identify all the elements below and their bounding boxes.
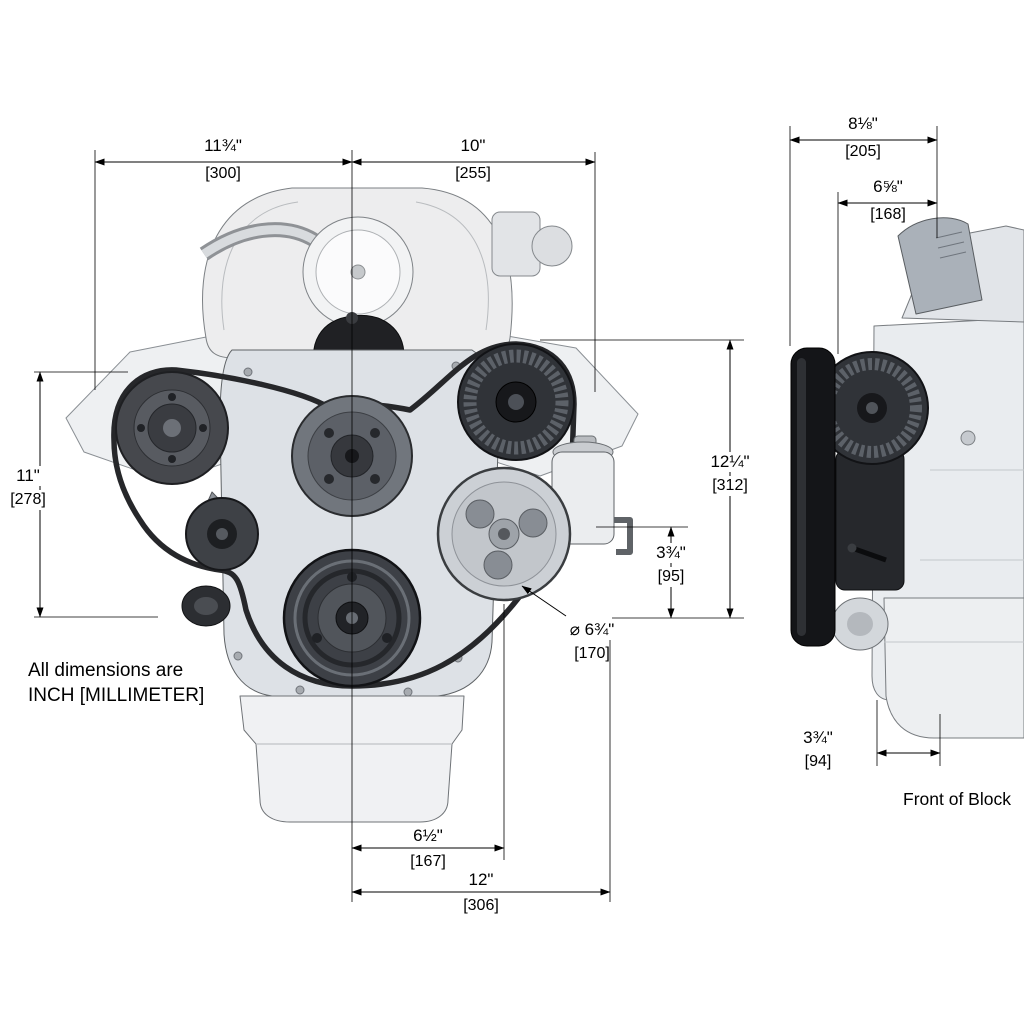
dim-inch: 8⅛" <box>848 114 878 133</box>
dim-mm: [312] <box>709 476 751 496</box>
dim-inch: 6½" <box>413 826 443 845</box>
dim-label-side-depth-upper: 6⅝" [168] <box>870 177 906 225</box>
dim-mm: [95] <box>654 567 688 587</box>
dim-inch: 12¼" <box>707 452 753 472</box>
front-of-block-caption: Front of Block <box>903 789 1011 809</box>
dim-mm: [168] <box>870 206 906 223</box>
dim-inch: 11¾" <box>204 136 242 155</box>
side-pulley-stack <box>790 347 836 647</box>
alternator-pulley <box>457 343 575 461</box>
dim-mm: [306] <box>463 897 499 914</box>
side-pump-snout <box>831 597 889 651</box>
dim-label-ps-diameter: ⌀ 6¾" [170] <box>570 620 615 664</box>
dim-mm: [167] <box>410 853 446 870</box>
dimensions-note: All dimensions are INCH [MILLIMETER] <box>28 658 204 708</box>
side-view <box>790 217 1024 739</box>
dim-label-side-pan-offset: 3¾" [94] <box>803 728 833 772</box>
dimensions-note-line2: INCH [MILLIMETER] <box>28 685 205 706</box>
leader-ps-diameter <box>521 585 567 617</box>
power-steering-reservoir <box>551 435 633 555</box>
dimensions-note-line1: All dimensions are <box>28 660 184 681</box>
dim-mm: [300] <box>205 165 241 182</box>
dim-mm: [278] <box>7 490 49 510</box>
dim-inch: 3¾" <box>803 728 833 747</box>
dim-label-front-height-left: 11" [278] <box>7 466 49 510</box>
oil-pan-side <box>883 597 1024 739</box>
dim-label-front-width-right: 10" [255] <box>455 136 491 184</box>
dim-label-front-height-right: 12¼" [312] <box>707 452 753 496</box>
belt-tensioner-pulley <box>185 491 259 571</box>
dim-inch: 11" <box>13 466 43 486</box>
side-reservoir-bracket <box>835 449 905 591</box>
dim-label-side-depth-total: 8⅛" [205] <box>845 114 881 162</box>
dim-label-crank-to-ps: 6½" [167] <box>410 826 446 872</box>
dim-label-front-width-left: 11¾" [300] <box>204 136 242 184</box>
dim-mm: [255] <box>455 165 491 182</box>
lower-hose-stub <box>181 585 231 627</box>
arrowed-dim-lines <box>36 136 941 896</box>
dim-label-bottom-width: 12" [306] <box>463 870 499 916</box>
side-throttle <box>897 217 983 315</box>
power-steering-pulley <box>436 466 572 602</box>
dim-mm: [94] <box>804 753 832 770</box>
extension-lines <box>34 126 941 902</box>
dimension-lines <box>34 126 941 902</box>
dim-inch: 6⅝" <box>873 177 903 196</box>
dim-inch: 3¾" <box>653 543 689 563</box>
ac-compressor-pulley <box>115 371 229 485</box>
dim-label-ps-drop: 3¾" [95] <box>653 543 689 587</box>
dim-mm: [170] <box>574 645 610 662</box>
dim-inch: ⌀ 6¾" <box>569 620 615 639</box>
throttle-body <box>302 216 414 328</box>
dim-inch: 10" <box>460 136 486 155</box>
side-alternator <box>815 351 929 465</box>
dim-mm: [205] <box>845 143 881 160</box>
dim-inch: 12" <box>468 870 494 889</box>
